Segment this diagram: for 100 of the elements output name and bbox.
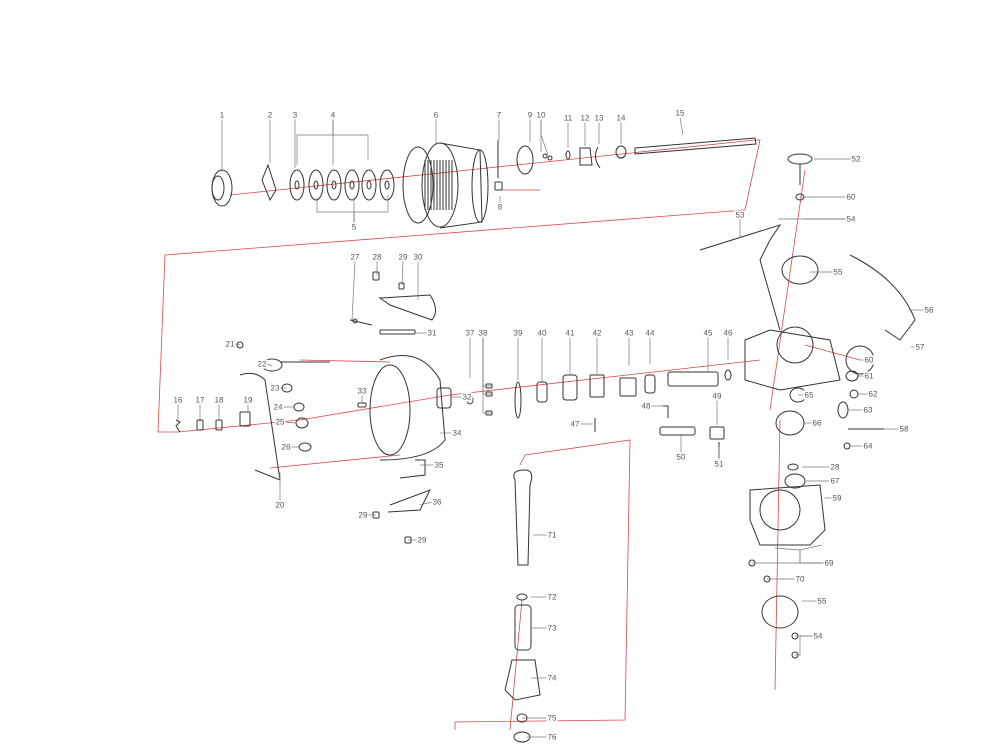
leader-line [498, 119, 500, 140]
leader-line [482, 337, 492, 414]
callout-number: 15 [674, 108, 686, 118]
callout-number: 42 [592, 328, 602, 338]
leader-line [352, 261, 356, 320]
callout-number: 23 [270, 384, 280, 392]
leader-line [440, 432, 452, 434]
leader-line [798, 394, 804, 396]
callout-number: 38 [478, 328, 488, 338]
callout-number: 3 [292, 110, 298, 120]
callout-number: 14 [616, 114, 626, 122]
callout-number: 69 [824, 558, 834, 568]
callout-number: 62 [868, 390, 878, 398]
leader-line [414, 332, 427, 334]
leader-line [718, 446, 720, 460]
callout-number: 55 [816, 596, 828, 606]
leader-line [910, 346, 915, 348]
callout-number: 5 [350, 222, 358, 232]
callout-number: 70 [794, 574, 806, 584]
callout-number: 43 [624, 328, 634, 338]
callout-number: 51 [714, 460, 724, 468]
leader-line [596, 337, 598, 376]
callout-number: 47 [570, 420, 580, 428]
callout-number: 75 [546, 714, 558, 722]
leader-line [291, 446, 300, 448]
leader-line [420, 464, 434, 466]
callout-number: 56 [924, 306, 934, 314]
leader-line [420, 502, 432, 506]
callout-number: 60 [864, 356, 874, 364]
callout-number: 4 [330, 110, 336, 120]
leader-line [884, 428, 899, 430]
callout-number: 33 [356, 386, 368, 396]
callout-number: 27 [350, 252, 360, 262]
callout-number: 36 [432, 498, 442, 506]
callout-number: 45 [702, 328, 714, 338]
callout-number: 37 [464, 328, 476, 338]
leader-line [806, 480, 830, 482]
callout-number: 29 [398, 252, 408, 262]
callout-number: 2 [266, 110, 274, 120]
callout-number: 17 [194, 396, 206, 404]
callout-number: 25 [274, 418, 286, 426]
leader-line [354, 194, 388, 223]
callout-number: 20 [274, 500, 286, 510]
callout-number: 12 [580, 114, 590, 122]
leader-line [814, 158, 851, 160]
leader-line [680, 434, 682, 453]
callout-number: 19 [242, 396, 254, 404]
leader-line [620, 122, 622, 144]
leader-line [450, 396, 462, 398]
callout-number: 41 [564, 328, 576, 338]
leader-line [794, 636, 813, 656]
leader-line [766, 578, 795, 580]
leader-line [294, 119, 296, 168]
callout-number: 13 [594, 114, 604, 122]
leader-line [802, 422, 812, 424]
callout-number: 29 [358, 510, 368, 520]
leader-line [800, 196, 846, 198]
callout-number: 34 [452, 428, 462, 438]
callout-number: 9 [526, 110, 534, 120]
callout-number: 52 [850, 154, 862, 164]
leader-line [716, 400, 718, 426]
leader-line [285, 422, 296, 424]
leader-line [802, 466, 830, 468]
callout-number: 24 [272, 402, 284, 412]
callout-number: 58 [898, 424, 910, 434]
callout-number: 71 [546, 530, 558, 540]
callout-number: 39 [512, 328, 524, 338]
callout-number: 74 [546, 674, 558, 682]
callout-number: 26 [280, 442, 292, 452]
callout-number: 67 [830, 476, 840, 486]
callout-number: 54 [812, 632, 824, 640]
leader-line [680, 117, 684, 136]
leader-line [804, 218, 846, 220]
callout-number: 63 [862, 406, 874, 414]
leader-line [802, 600, 817, 602]
callout-number: 64 [862, 442, 874, 450]
callout-number: 46 [722, 328, 734, 338]
callout-number: 18 [214, 396, 224, 404]
callout-number: 73 [546, 624, 558, 632]
callout-number: 57 [914, 342, 926, 352]
leader-line [218, 404, 220, 420]
callout-number: 55 [832, 268, 844, 276]
callout-number: 21 [224, 340, 236, 348]
leader-line [368, 514, 376, 516]
callout-number: 31 [426, 328, 438, 338]
callout-number: 65 [804, 390, 814, 400]
callout-number: 22 [256, 360, 268, 368]
callout-number: 30 [412, 252, 424, 262]
leader-line [532, 534, 547, 536]
leader-line [540, 119, 548, 156]
leader-line [283, 406, 294, 408]
callout-number: 76 [546, 732, 558, 742]
callout-number: 66 [812, 418, 822, 428]
callout-number: 59 [832, 494, 842, 502]
callout-number: 61 [864, 372, 874, 380]
callout-number: 8 [496, 202, 504, 212]
leader-line [530, 596, 547, 598]
callout-number: 54 [846, 214, 856, 224]
callout-number: 35 [434, 460, 444, 470]
leader-line [332, 119, 368, 160]
